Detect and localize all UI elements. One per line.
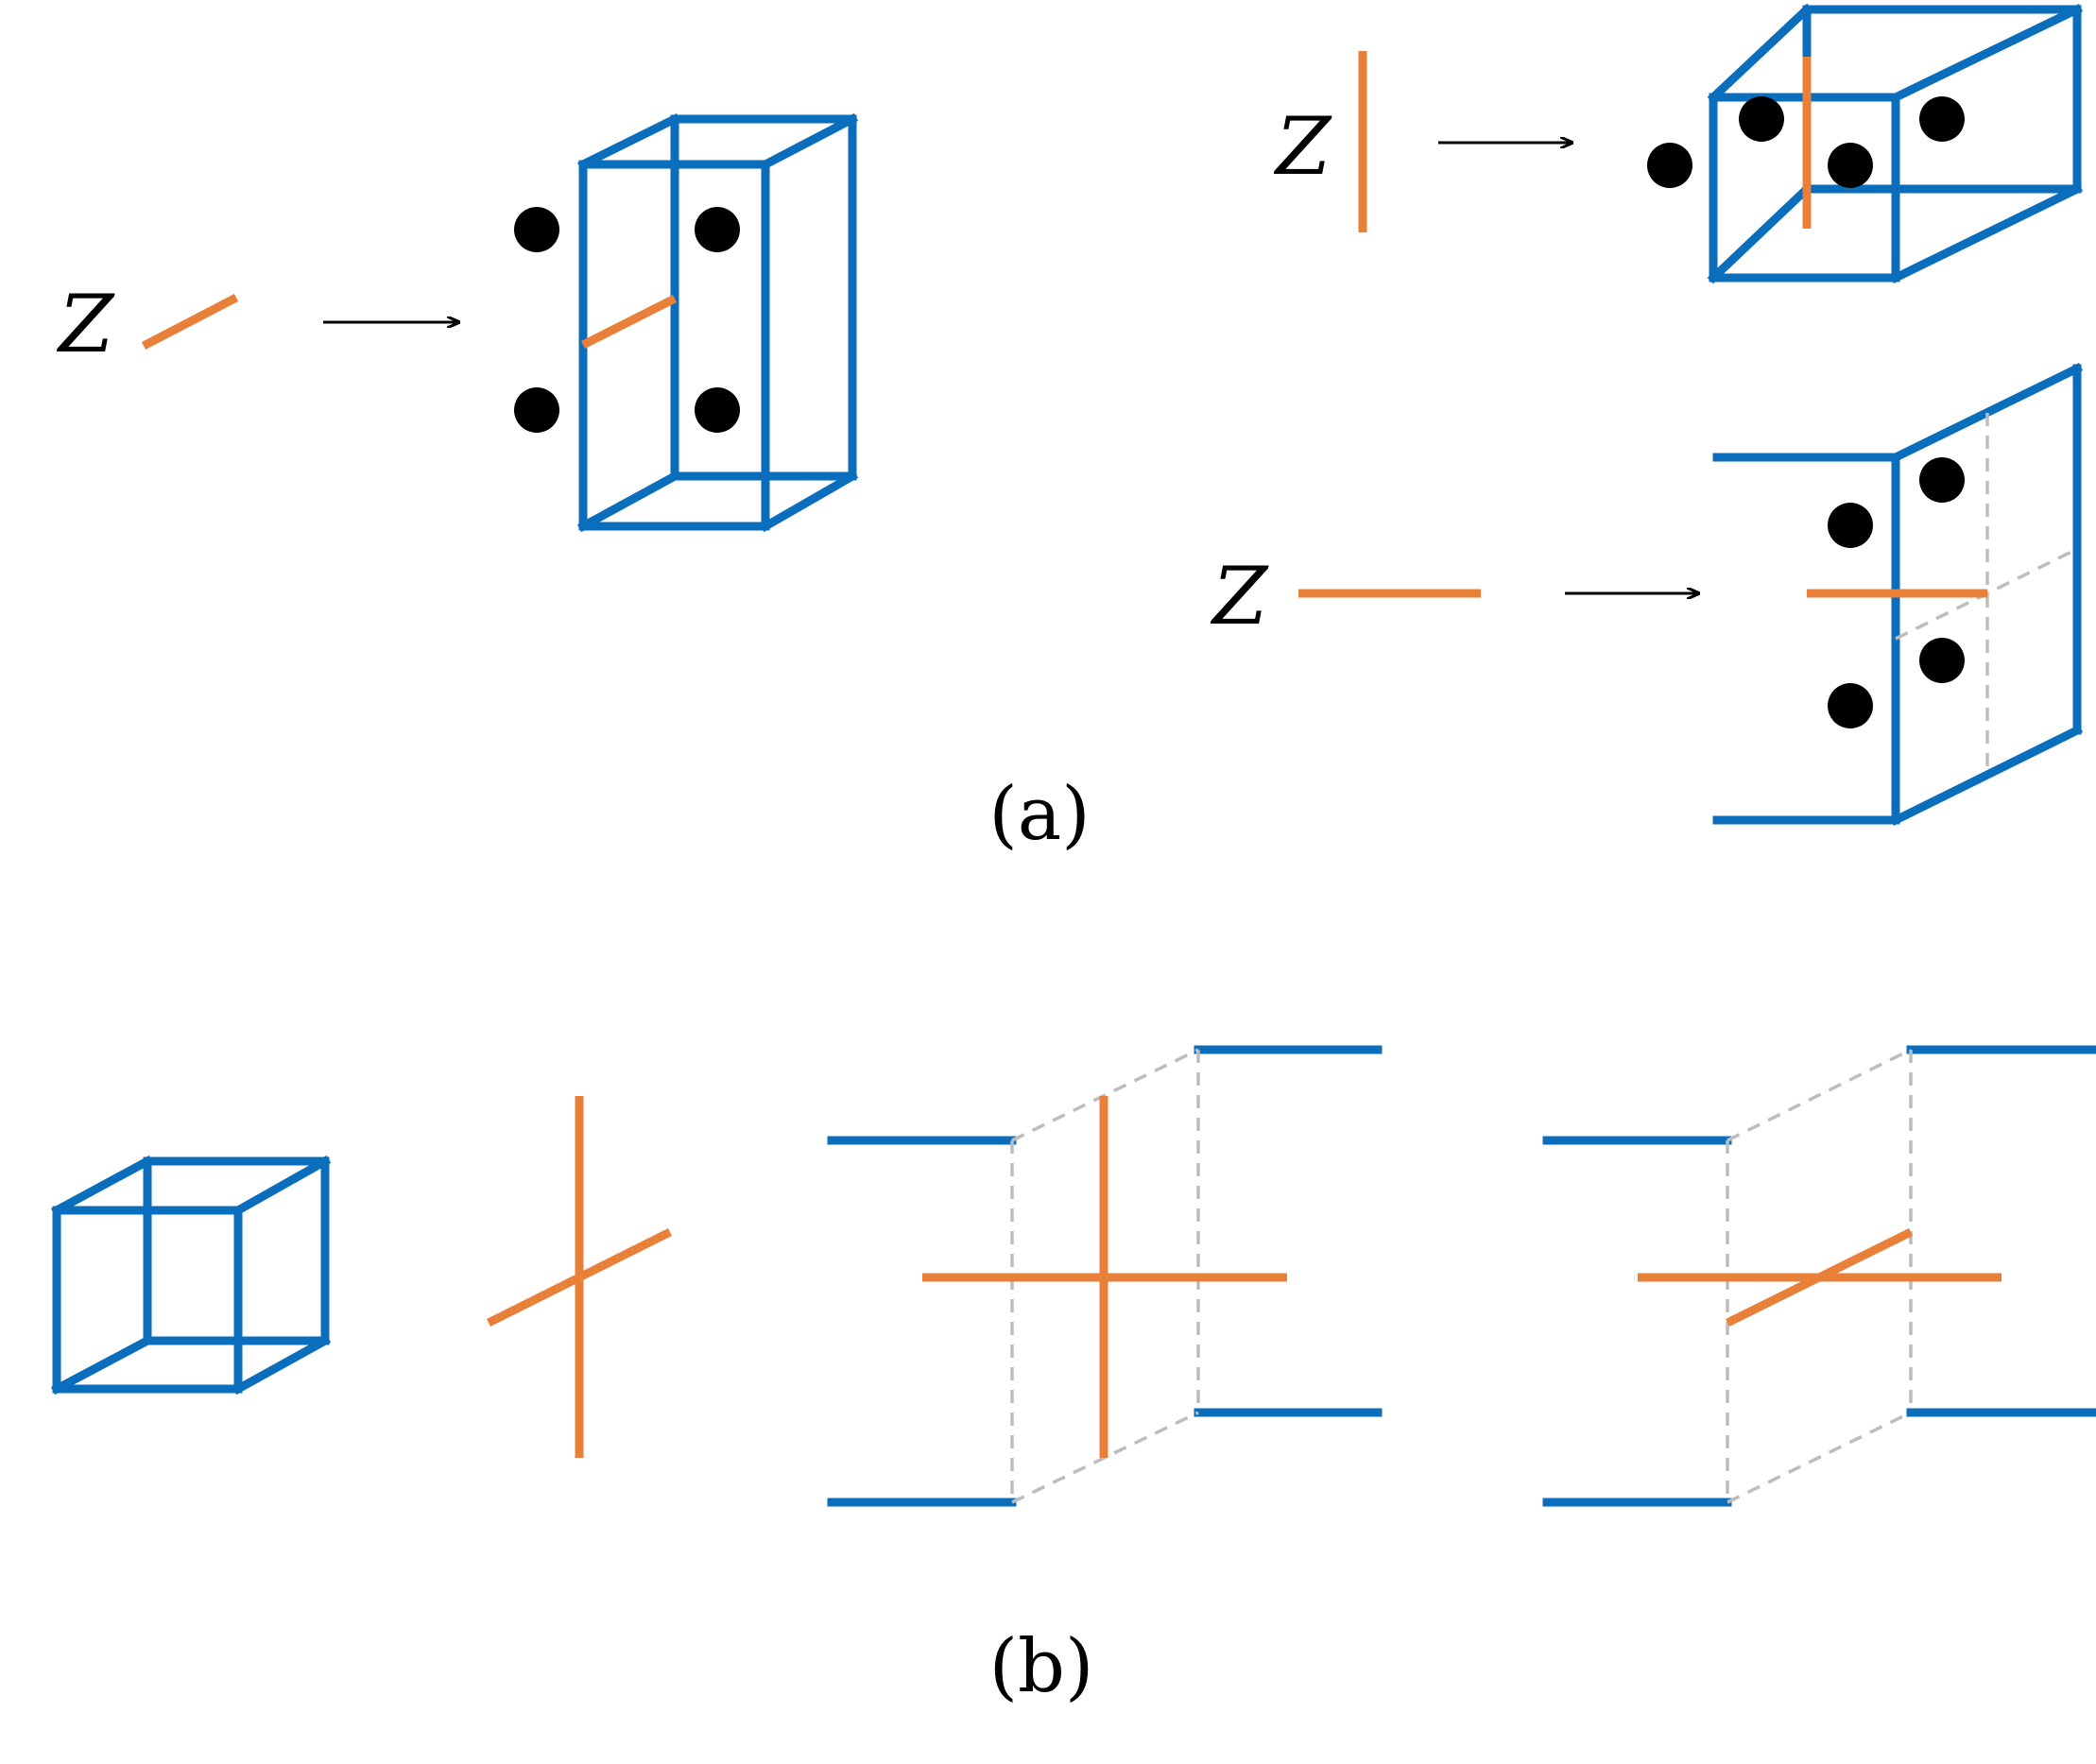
excitation-dot bbox=[1919, 457, 1965, 503]
deep-prism bbox=[1712, 362, 2084, 827]
planar-cross-front bbox=[827, 1045, 1383, 1507]
diagonal-z-mapping: Z bbox=[56, 112, 859, 533]
vertical-z-mapping: Z bbox=[1273, 3, 2084, 284]
cross-operator bbox=[486, 1096, 673, 1458]
wide-prism bbox=[1707, 3, 2084, 284]
panel-b: (b) bbox=[50, 1045, 2096, 1709]
excitation-dot bbox=[1739, 96, 1784, 142]
excitation-dot bbox=[1647, 143, 1692, 188]
excitation-dot bbox=[695, 207, 740, 252]
diagonal-z-edge bbox=[141, 294, 239, 350]
excitation-dot bbox=[514, 387, 559, 433]
planar-cross-side bbox=[1542, 1045, 2096, 1507]
operator-label-z: Z bbox=[56, 278, 115, 370]
horizontal-z-mapping: Z bbox=[1210, 362, 2084, 827]
excitation-dot bbox=[1919, 638, 1965, 683]
tall-prism bbox=[576, 112, 859, 533]
excitation-dot bbox=[1828, 143, 1873, 188]
panel-b-caption: (b) bbox=[989, 1624, 1094, 1709]
panel-a-caption: (a) bbox=[988, 772, 1090, 857]
excitation-dot bbox=[1828, 683, 1873, 728]
excitation-dot bbox=[1828, 503, 1873, 548]
excitation-dot bbox=[695, 387, 740, 433]
panel-a: Z bbox=[56, 3, 2084, 857]
operator-label-z: Z bbox=[1273, 100, 1332, 193]
cube bbox=[50, 1155, 332, 1396]
operator-label-z: Z bbox=[1210, 550, 1269, 642]
excitation-dot bbox=[1919, 96, 1965, 142]
excitation-dot bbox=[514, 207, 559, 252]
